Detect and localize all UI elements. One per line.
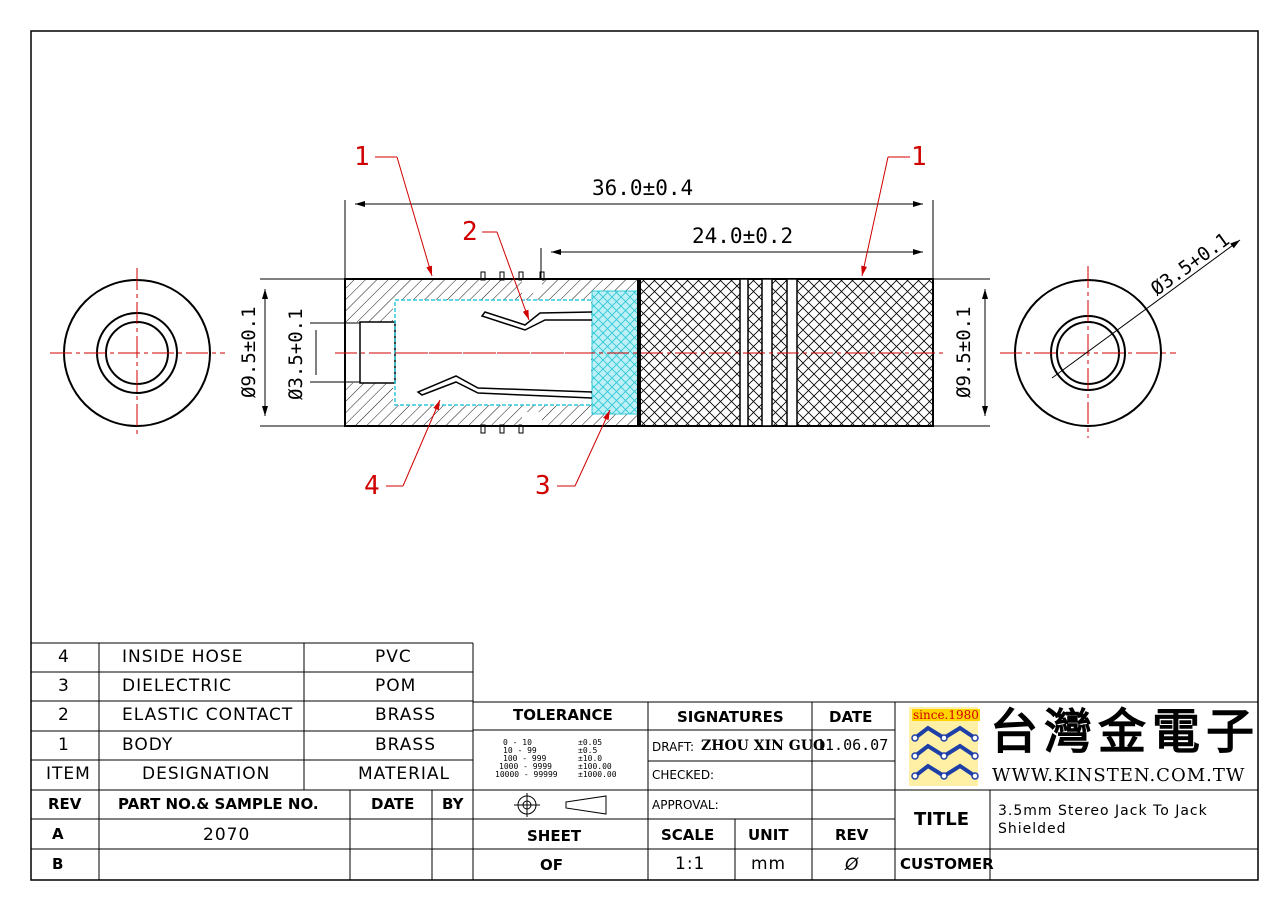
bom-item: 3 [58, 676, 70, 696]
dim-overall-length: 36.0±0.4 [592, 176, 694, 200]
callout-4: 4 [364, 471, 380, 501]
approval-label: APPROVAL: [652, 798, 719, 812]
bom-item: 4 [58, 647, 70, 667]
bom-material: BRASS [375, 735, 436, 755]
title-label: TITLE [914, 809, 970, 830]
dim-inner-length: 24.0±0.2 [692, 224, 794, 248]
bom-header-material: MATERIAL [358, 764, 451, 784]
rev-value: Ø [845, 855, 860, 875]
tolerance-value: ±1000.00 [578, 770, 617, 779]
date-label: DATE [829, 708, 873, 726]
signatures-label: SIGNATURES [677, 708, 784, 726]
dim-outer-diameter-right: Ø9.5±0.1 [953, 306, 975, 398]
bom-material: PVC [375, 647, 412, 667]
sheet-label: SHEET [527, 827, 582, 845]
rev-header: REV [48, 795, 82, 813]
customer-label: CUSTOMER [900, 855, 994, 873]
rev-b: B [52, 855, 64, 873]
bom-designation: INSIDE HOSE [122, 647, 244, 667]
bom-item: 1 [58, 735, 70, 755]
bom-item: 2 [58, 705, 70, 725]
callout-1-left: 1 [354, 142, 370, 172]
tolerance-value: ±0.5 [578, 746, 598, 755]
bom-designation: BODY [122, 735, 174, 755]
draft-date: 11.06.07 [816, 736, 889, 754]
draft-name: ZHOU XIN GUO [701, 738, 826, 754]
tolerance-range: 100 - 999 [503, 754, 547, 763]
scale-value: 1:1 [675, 854, 706, 874]
of-label: OF [540, 856, 563, 874]
rev-a: A [52, 825, 64, 843]
part-a: 2070 [203, 825, 251, 845]
tolerance-range: 10000 - 99999 [495, 770, 558, 779]
callout-leaders [375, 156, 910, 487]
table-grid [31, 642, 1259, 880]
callout-1-right: 1 [911, 142, 927, 172]
dimension-lines [260, 200, 990, 427]
section-view [335, 271, 945, 434]
checked-label: CHECKED: [652, 768, 715, 782]
bom-material: POM [375, 676, 417, 696]
dim-outer-diameter-left: Ø9.5±0.1 [238, 306, 260, 398]
projection-symbol [514, 793, 607, 817]
left-end-view [50, 268, 225, 438]
company-name-cn: 台灣金電子 [990, 704, 1261, 760]
by-header: BY [442, 795, 464, 813]
part-header: PART NO.& SAMPLE NO. [118, 795, 319, 813]
tolerance-value: ±0.05 [578, 738, 603, 747]
company-since: since.1980 [912, 708, 980, 722]
title-line1: 3.5mm Stereo Jack To Jack [998, 803, 1208, 819]
date-header: DATE [371, 795, 415, 813]
callout-3: 3 [535, 471, 551, 501]
bom-header-item: ITEM [46, 764, 91, 784]
tolerance-value: ±10.0 [578, 754, 603, 763]
right-end-view [1000, 239, 1241, 438]
bom-header-designation: DESIGNATION [142, 764, 271, 784]
bom-designation: ELASTIC CONTACT [122, 705, 294, 725]
title-line2: Shielded [998, 821, 1067, 837]
bom-designation: DIELECTRIC [122, 676, 233, 696]
tolerance-range: 10 - 99 [503, 746, 537, 755]
company-url: WWW.KINSTEN.COM.TW [992, 765, 1246, 786]
bom-material: BRASS [375, 705, 436, 725]
unit-label: UNIT [748, 826, 789, 844]
unit-value: mm [751, 854, 787, 874]
callout-2: 2 [462, 217, 478, 247]
tolerance-value: ±100.00 [578, 762, 612, 771]
dim-inner-diameter: Ø3.5+0.1 [285, 308, 307, 400]
tolerance-range: 0 - 10 [503, 738, 532, 747]
tolerance-range: 1000 - 9999 [499, 762, 552, 771]
rev-label: REV [835, 826, 869, 844]
draft-label: DRAFT: [652, 740, 695, 754]
tolerance-label: TOLERANCE [513, 706, 613, 724]
scale-label: SCALE [661, 826, 715, 844]
